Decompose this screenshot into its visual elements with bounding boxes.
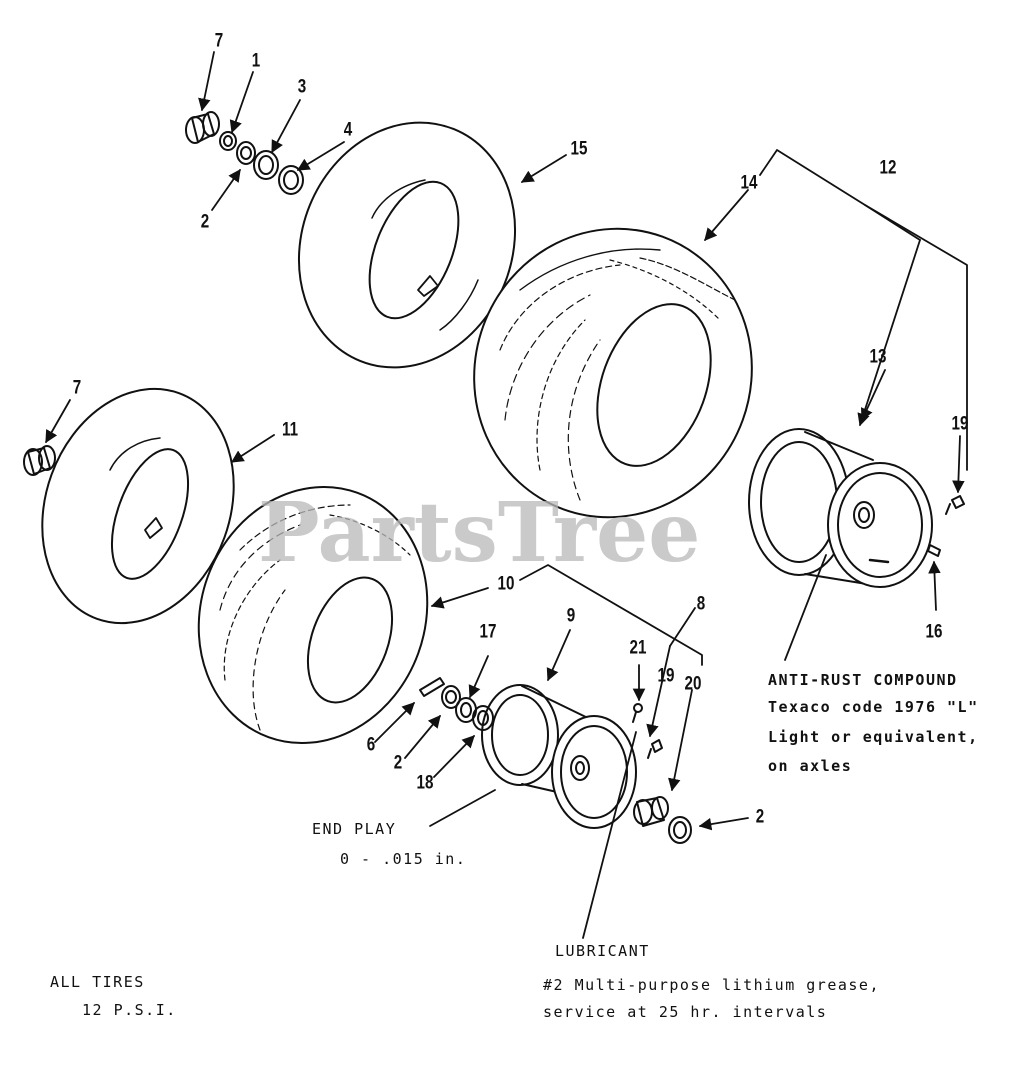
callout-4: 4	[343, 119, 353, 141]
anti-rust-line-1: Texaco code 1976 "L"	[768, 698, 979, 716]
callout-3: 3	[297, 76, 307, 98]
anti-rust-title: ANTI-RUST COMPOUND	[768, 671, 958, 689]
anti-rust-line-3: on axles	[768, 757, 853, 775]
tire-10	[197, 485, 429, 745]
callout-17: 17	[479, 621, 497, 643]
callout-7-left: 7	[72, 377, 82, 399]
callout-18: 18	[416, 772, 434, 794]
seal-4	[278, 165, 304, 195]
all-tires-value: 12 P.S.I.	[82, 1001, 177, 1019]
callout-2-mid: 2	[393, 752, 403, 774]
cotter-pin-6	[419, 677, 445, 697]
spacer-7-left	[23, 445, 56, 476]
grease-fitting-21	[632, 703, 643, 723]
spacer-20	[633, 796, 669, 827]
washer-2-top	[236, 141, 256, 165]
all-tires-title: ALL TIRES	[50, 973, 145, 991]
leader-lines	[45, 51, 968, 939]
wheel-rim-9	[481, 684, 637, 829]
callout-8: 8	[696, 593, 706, 615]
callout-10: 10	[497, 573, 515, 595]
callout-21: 21	[629, 637, 647, 659]
snap-ring-1	[219, 131, 237, 151]
callout-13: 13	[869, 346, 887, 368]
callout-11: 11	[281, 419, 299, 441]
inner-tube-15	[297, 121, 517, 369]
callout-16: 16	[925, 621, 943, 643]
valve-stem-19-right	[945, 495, 965, 515]
end-play-value: 0 - .015 in.	[340, 850, 467, 868]
callout-12: 12	[879, 157, 897, 179]
washer-2-mid	[441, 685, 461, 709]
spacer-7-top	[185, 111, 220, 144]
callout-6: 6	[366, 734, 376, 756]
wheel-rim-13	[748, 428, 933, 588]
part-16	[927, 544, 941, 557]
lubricant-line-2: service at 25 hr. intervals	[543, 1003, 828, 1021]
callout-7-top: 7	[214, 30, 224, 52]
bearing-3	[253, 150, 279, 180]
washer-2-right	[668, 816, 692, 844]
watermark-text: PartsTree	[258, 485, 701, 581]
callout-9: 9	[566, 605, 576, 627]
anti-rust-line-2: Light or equivalent,	[768, 728, 979, 746]
end-play-title: END PLAY	[312, 820, 397, 838]
callout-1: 1	[251, 50, 261, 72]
callout-14: 14	[740, 172, 758, 194]
valve-stem-19-mid	[647, 739, 663, 759]
lubricant-line-1: #2 Multi-purpose lithium grease,	[543, 976, 880, 994]
tire-14	[473, 227, 753, 519]
callout-20: 20	[684, 673, 702, 695]
callout-15: 15	[570, 138, 588, 160]
lubricant-title: LUBRICANT	[555, 942, 650, 960]
callout-19-right: 19	[951, 413, 969, 435]
callout-2-right: 2	[755, 806, 765, 828]
callout-19-mid: 19	[657, 665, 675, 687]
inner-tube-11	[41, 387, 235, 625]
callout-2-top: 2	[200, 211, 210, 233]
